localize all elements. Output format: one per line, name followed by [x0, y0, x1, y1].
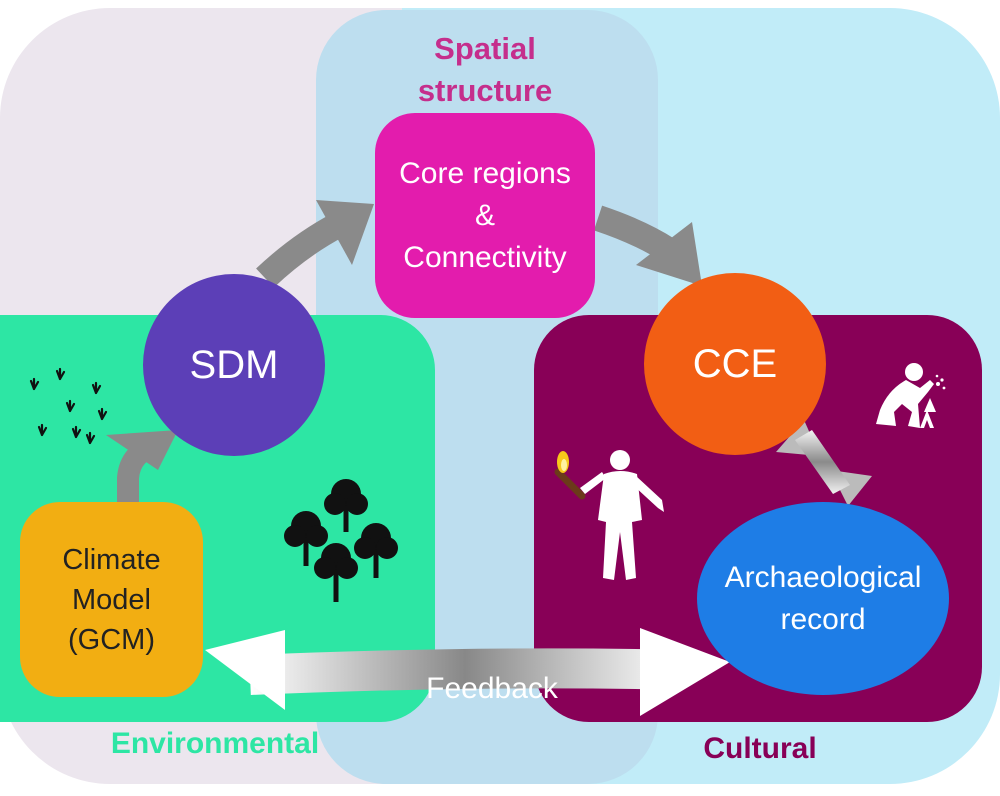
trees-icon	[284, 479, 398, 602]
arrow-cce-archaeological	[776, 420, 872, 506]
climate-model-node: Climate Model (GCM)	[20, 502, 203, 697]
environmental-title: Environmental	[110, 727, 320, 760]
core-regions-node: Core regions & Connectivity	[375, 113, 595, 318]
arrow-climate-to-sdm	[106, 430, 178, 502]
archaeological-record-node: Archaeological record	[697, 502, 949, 695]
feedback-label: Feedback	[426, 672, 558, 705]
arrow-sdm-to-core	[256, 200, 374, 288]
cultural-title: Cultural	[703, 732, 817, 765]
sdm-node: SDM	[143, 274, 325, 456]
torch-bearer-icon	[554, 450, 664, 580]
cce-node: CCE	[644, 273, 826, 455]
feedback-arrow	[205, 628, 730, 716]
crouching-archaeologist-icon	[876, 363, 946, 428]
arrow-core-to-cce	[593, 205, 702, 286]
grass-icon	[29, 367, 108, 445]
spatial-structure-title: Spatial structure	[417, 31, 553, 108]
